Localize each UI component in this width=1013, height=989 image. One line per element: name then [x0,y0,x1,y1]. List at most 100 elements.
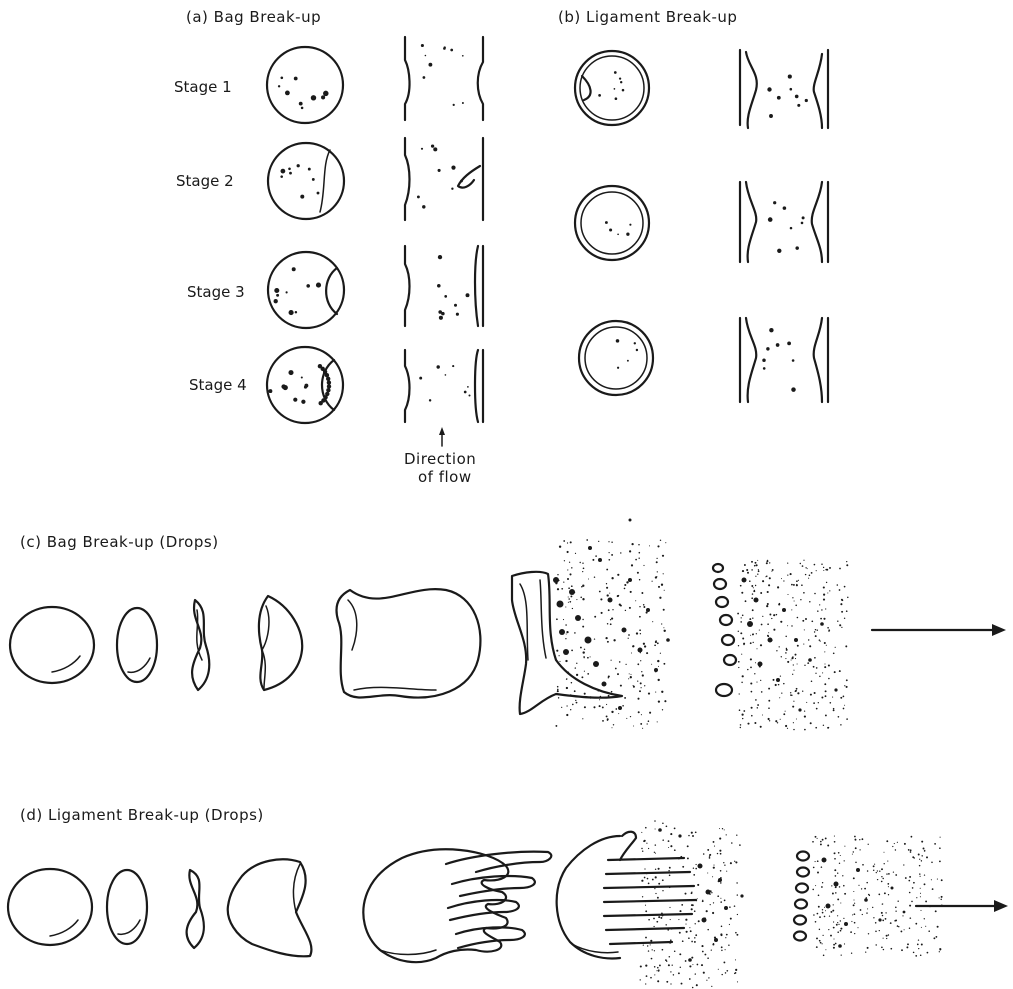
spray-dot [657,571,658,572]
spray-dot [839,589,841,591]
spray-dot [823,725,824,726]
spray-dot [648,848,649,849]
spray-dot [921,855,922,856]
spray-dot [706,910,708,912]
spray-dot [710,904,711,905]
spray-dot [805,567,806,568]
channel-dot [777,96,781,100]
spray-dot [569,573,571,575]
spray-dot [645,937,647,939]
spray-dot [655,828,656,829]
spray-dot [822,943,823,944]
spray-dot [691,832,693,834]
spray-dot [847,597,848,598]
spray-dot [837,584,839,586]
spray-dot [694,941,696,943]
spray-dot [568,602,569,603]
spray-dot [564,560,565,561]
spray-dot [844,846,845,847]
spray-dot [941,905,943,907]
spray-dot [685,919,687,921]
spray-dot [807,568,808,569]
channel-dot [419,377,422,380]
spray-dot [834,858,836,860]
spray-dot [924,918,925,919]
spray-dot [639,629,641,631]
spray-dot [929,906,930,907]
spray-dot [609,593,610,594]
spray-dot [747,723,749,725]
spray-dot [785,636,786,637]
spray-dot [771,571,772,572]
spray-dot [888,886,889,887]
spray-dot [757,560,758,561]
spray-dot [798,580,799,581]
spray-dot [738,645,739,646]
channel-dot [801,222,804,225]
spray-dot [658,679,660,681]
drop-interior-dot [615,97,618,100]
spray-dot [853,877,855,879]
spray-dot [738,661,740,663]
spray-dot [739,709,741,711]
spray-dot [768,584,770,586]
spray-dot [662,949,664,951]
spray-dot [720,882,722,884]
spray-dot [559,661,560,662]
spray-dot [643,604,645,606]
spray-dot [833,944,835,946]
spray-dot [641,592,643,594]
spray-dot [760,726,762,728]
spray-dot [555,582,557,584]
spray-dot [696,984,698,986]
spray-dot [864,888,866,890]
spray-dot [704,917,706,919]
spray-dot [817,913,819,915]
panel-b-drop-row-3 [579,321,653,395]
spray-dot [744,564,746,566]
spray-dot [642,850,643,851]
spray-dot [771,618,772,619]
spray-dot [600,696,602,698]
spray-dot [791,625,792,626]
spray-dot [817,860,819,862]
spray-dot [805,618,807,620]
spray-dot [797,645,799,647]
spray-dot [843,696,845,698]
spray-dot [776,614,778,616]
drop-interior-dot [634,342,636,344]
spray-dot [729,924,730,925]
spray-dot [853,904,855,906]
spray-dot [697,884,699,886]
spray-dot [888,894,889,895]
spray-dot [669,874,671,876]
spray-dot [813,702,815,704]
spray-dot [816,708,818,710]
spray-dot [833,921,834,922]
spray-dot [658,586,660,588]
spray-dot [687,857,689,859]
channel-dot [790,227,793,230]
spray-dot [931,862,933,864]
spray-dot [804,629,805,630]
spray-dot [920,888,921,889]
spray-dot [939,847,941,849]
spray-dot [730,862,732,864]
spray-dot [885,918,887,920]
spray-dot [846,686,848,688]
spray-dot [642,728,643,729]
drop-interior-dot [289,172,292,175]
spray-dot [695,934,697,936]
spray-dot [825,569,827,571]
channel-dot [787,342,791,346]
channel-dot [763,367,766,370]
spray-dot [751,691,753,693]
spray-dot [802,691,803,692]
spray-dot [608,609,610,611]
spray-dot [785,725,787,727]
stage-4-label: Stage 4 [189,376,247,394]
channel-dot [429,399,431,401]
spray-dot [855,862,856,863]
spray-dot [674,828,676,830]
spray-dot [752,593,753,594]
